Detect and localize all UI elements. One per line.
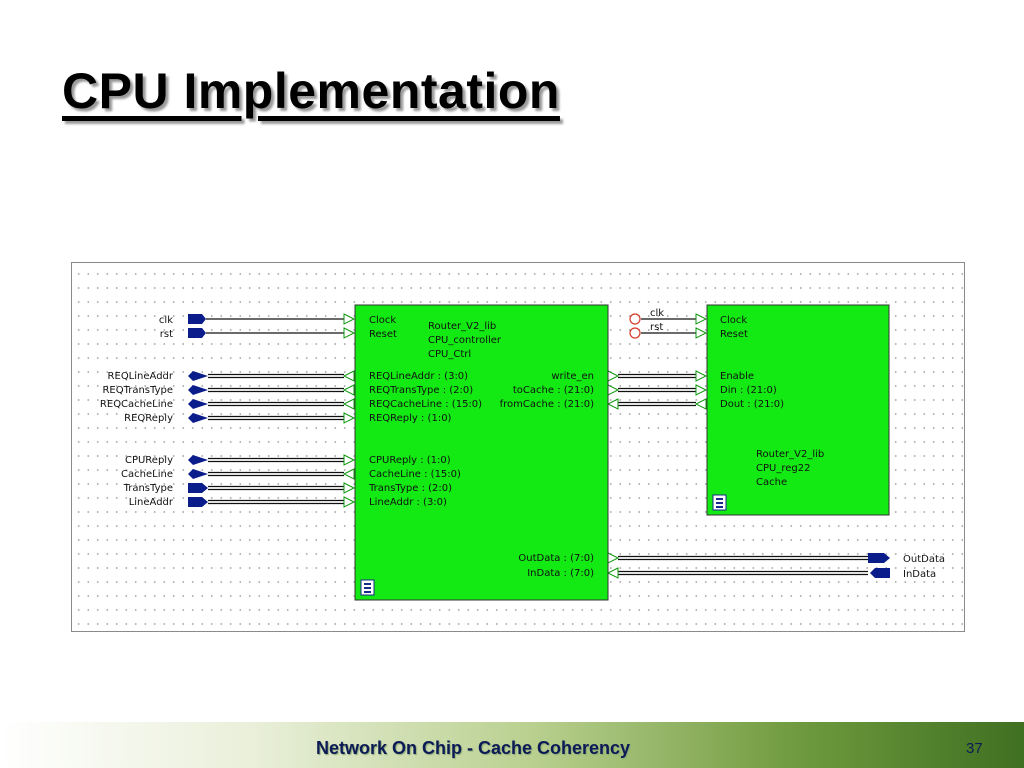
controller-pin-reqtranstype: REQTransType : (2:0) — [369, 385, 473, 396]
controller-cell-name: CPU_controller — [428, 335, 502, 346]
register-input-rst: rst — [650, 322, 663, 333]
port-icon — [188, 371, 208, 381]
port-label-reqreply: REQReply — [124, 413, 173, 424]
pin-triangle-icon — [606, 398, 619, 410]
port-icon — [868, 553, 890, 563]
register-pin-din: Din : (21:0) — [720, 385, 777, 396]
controller-pin-write-en: write_en — [551, 371, 594, 382]
register-input-clk: clk — [650, 308, 664, 319]
controller-pin-cacheline: CacheLine : (15:0) — [369, 469, 461, 480]
port-icon — [188, 385, 208, 395]
pin-triangle-icon — [695, 370, 708, 382]
controller-pin-tocache: toCache : (21:0) — [513, 385, 594, 396]
pin-triangle-icon — [343, 313, 356, 325]
pin-triangle-icon — [606, 567, 619, 579]
pin-triangle-icon — [694, 398, 707, 410]
port-icon — [870, 568, 890, 578]
port-icon — [188, 413, 208, 423]
controller-view-name: CPU_Ctrl — [428, 349, 471, 360]
controller-lib-name: Router_V2_lib — [428, 321, 496, 332]
port-label-lineaddr: LineAddr — [129, 497, 174, 508]
port-label-reqlineaddr: REQLineAddr — [108, 371, 174, 382]
port-icon — [188, 399, 208, 409]
register-pin-clock: Clock — [720, 315, 747, 326]
slide-title: CPU Implementation — [62, 63, 560, 119]
pin-markers — [342, 313, 708, 579]
port-label-cacheline: CacheLine — [121, 469, 173, 480]
pin-triangle-icon — [607, 384, 620, 396]
port-icon — [188, 455, 208, 465]
pin-triangle-icon — [342, 370, 355, 382]
controller-pin-fromcache: fromCache : (21:0) — [500, 399, 594, 410]
port-label-clk: clk — [159, 315, 173, 326]
port-icon — [188, 497, 208, 507]
clk-bubble-icon — [629, 313, 641, 325]
page-number: 37 — [966, 740, 983, 757]
pin-triangle-icon — [343, 412, 356, 424]
controller-pin-cpureply: CPUReply : (1:0) — [369, 455, 451, 466]
pin-triangle-icon — [342, 384, 355, 396]
port-icon — [188, 328, 206, 338]
pin-triangle-icon — [607, 552, 620, 564]
pin-triangle-icon — [695, 313, 708, 325]
cpu-controller-block[interactable] — [354, 304, 609, 601]
register-view-name: Cache — [756, 477, 787, 488]
port-label-reqtranstype: REQTransType — [102, 385, 173, 396]
port-icon — [188, 469, 208, 479]
pin-triangle-icon — [342, 468, 355, 480]
register-pin-enable: Enable — [720, 371, 754, 382]
pin-triangle-icon — [342, 398, 355, 410]
port-label-outdata: OutData — [903, 554, 945, 565]
pin-triangle-icon — [343, 327, 356, 339]
footer-bar — [0, 722, 1024, 768]
controller-pin-reqlineaddr: REQLineAddr : (3:0) — [369, 371, 468, 382]
controller-pin-outdata: OutData : (7:0) — [518, 553, 594, 564]
port-icon — [188, 314, 206, 324]
pin-triangle-icon — [343, 496, 356, 508]
register-doc-icon — [712, 494, 727, 511]
port-label-indata: InData — [903, 569, 936, 580]
schematic-diagram: clk rst REQLineAddr REQTransType REQCach… — [71, 262, 965, 632]
register-cell-name: CPU_reg22 — [756, 463, 810, 474]
footer-title: Network On Chip - Cache Coherency — [316, 738, 631, 758]
port-label-rst: rst — [160, 329, 173, 340]
register-lib-name: Router_V2_lib — [756, 449, 824, 460]
register-pin-reset: Reset — [720, 329, 748, 340]
port-label-transtype: TransType — [123, 483, 173, 494]
port-icon — [188, 483, 208, 493]
controller-pin-clock: Clock — [369, 315, 396, 326]
pin-triangle-icon — [343, 454, 356, 466]
controller-pin-reset: Reset — [369, 329, 397, 340]
register-pin-dout: Dout : (21:0) — [720, 399, 784, 410]
controller-pin-reqcacheline: REQCacheLine : (15:0) — [369, 399, 482, 410]
pin-triangle-icon — [343, 482, 356, 494]
controller-doc-icon — [360, 579, 375, 596]
controller-pin-lineaddr: LineAddr : (3:0) — [369, 497, 447, 508]
pin-triangle-icon — [695, 384, 708, 396]
pin-triangle-icon — [607, 370, 620, 382]
rst-bubble-icon — [629, 327, 641, 339]
wires — [206, 318, 868, 576]
controller-pin-indata: InData : (7:0) — [527, 568, 594, 579]
controller-pin-reqreply: REQReply : (1:0) — [369, 413, 452, 424]
pin-triangle-icon — [695, 327, 708, 339]
port-label-cpureply: CPUReply — [125, 455, 173, 466]
controller-pin-transtype: TransType : (2:0) — [368, 483, 452, 494]
cpu-register-block[interactable] — [706, 304, 890, 516]
port-label-reqcacheline: REQCacheLine — [100, 399, 173, 410]
